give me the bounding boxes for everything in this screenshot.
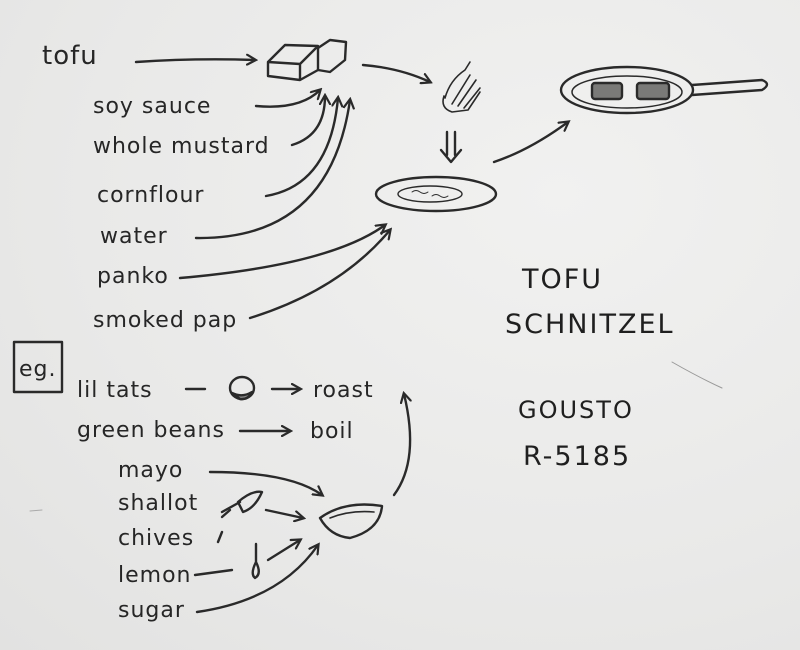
hand-icon (442, 61, 481, 113)
side-green-beans: green beans (77, 418, 225, 443)
ingredient-soy-sauce: soy sauce (93, 94, 211, 119)
dressing-lemon: lemon (118, 563, 191, 588)
dash (220, 508, 232, 519)
method-boil: boil (310, 419, 354, 444)
potato-icon (228, 375, 256, 401)
arrow-to-pan (492, 122, 568, 164)
dressing-mayo: mayo (118, 458, 183, 483)
dressing-sugar: sugar (118, 598, 185, 623)
arrow-tofu (134, 59, 255, 62)
ingredient-tofu: tofu (42, 41, 98, 71)
dressing-shallot: shallot (118, 491, 198, 516)
lemon-drop-icon (251, 542, 260, 580)
arrow-to-hand (361, 63, 430, 82)
arrow-shallot (264, 508, 303, 518)
ingredient-cornflour: cornflour (97, 183, 204, 208)
dressing-chives: chives (118, 526, 194, 551)
recipe-code: R-5185 (523, 441, 631, 472)
dash (193, 568, 234, 577)
paper-crease (671, 361, 723, 389)
title-line-1: TOFU (521, 264, 603, 295)
ingredient-panko: panko (97, 264, 169, 289)
frying-pan-icon (559, 65, 769, 115)
arrow-mustard (290, 96, 325, 147)
arrow-water (194, 100, 350, 240)
arrow-sugar (195, 545, 318, 614)
arrow-panko (178, 225, 385, 280)
paper-mark (29, 509, 43, 512)
arrow-mayo (208, 470, 322, 495)
double-arrow-down-icon (439, 130, 463, 164)
chives-stroke (216, 530, 224, 544)
example-label: eg. (19, 357, 57, 382)
source-name: GOUSTO (518, 396, 634, 424)
arrow-cornflour (264, 98, 338, 198)
method-roast: roast (313, 378, 374, 403)
ingredient-whole-mustard: whole mustard (93, 134, 270, 159)
tofu-blocks-icon (266, 38, 348, 82)
arrow-smoked-paprika (248, 230, 390, 320)
arrow-lemon (266, 540, 300, 562)
breaded-tofu-plate-icon (374, 175, 498, 213)
ingredient-water: water (100, 224, 168, 249)
arrow-dressing-to-potatoes (392, 394, 410, 497)
side-potatoes: lil tats (77, 378, 153, 403)
arrow-soy-sauce (254, 90, 320, 108)
ingredient-smoked-paprika: smoked pap (93, 308, 237, 333)
title-line-2: SCHNITZEL (505, 309, 675, 340)
mixing-bowl-icon (318, 503, 384, 540)
knife-icon (220, 490, 264, 514)
example-box (12, 340, 64, 394)
